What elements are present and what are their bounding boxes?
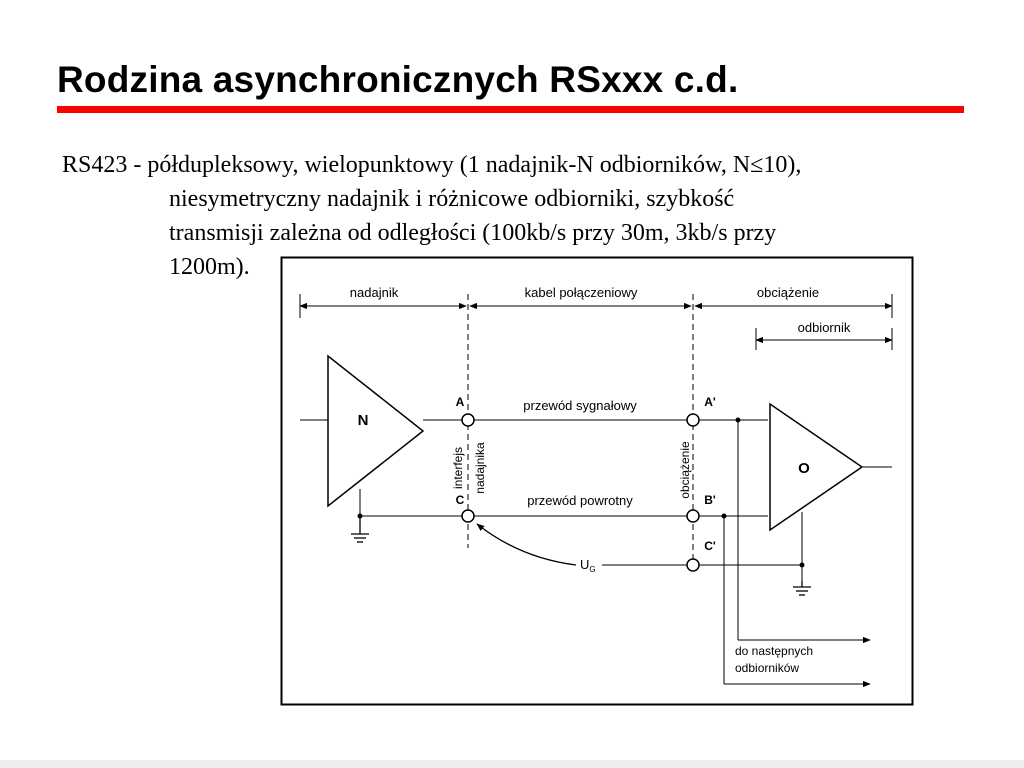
- description-line-2: niesymetryczny nadajnik i różnicowe odbi…: [169, 186, 735, 212]
- driver-triangle: [327, 354, 425, 508]
- description-line-3: transmisji zależna od odległości (100kb/…: [169, 220, 777, 246]
- ground-voltage-subscript: G: [589, 565, 595, 574]
- terminal-c: [461, 509, 475, 523]
- rs423-connection-diagram: nadajnik kabel połączeniowy obciążenie o…: [280, 256, 914, 706]
- description-line-4: 1200m).: [169, 254, 250, 280]
- slide-title: Rodzina asynchronicznych RSxxx c.d.: [57, 59, 739, 100]
- driver-symbol: N: [358, 412, 369, 429]
- terminal-c-prime: [686, 558, 700, 572]
- junction-dot: [735, 417, 741, 423]
- ground-icon: [351, 516, 369, 543]
- next-receivers-label-line2: odbiorników: [735, 661, 799, 675]
- interface-label-line1: interfejs: [451, 447, 465, 489]
- signal-wire-label: przewód sygnałowy: [523, 398, 637, 413]
- cable-wires: [360, 419, 892, 684]
- interface-label-line2: nadajnika: [473, 442, 487, 494]
- terminal-circles: [461, 413, 700, 572]
- receiver-triangle: [769, 402, 864, 532]
- description-line-1: RS423 - półdupleksowy, wielopunktowy (1 …: [62, 152, 802, 178]
- terminal-a-prime-label: A': [704, 395, 716, 409]
- diagram-frame: [280, 256, 914, 706]
- load-label: obciążenie: [757, 285, 819, 300]
- terminal-b-prime-label: B': [704, 493, 716, 507]
- junction-dot: [721, 513, 727, 519]
- load-vertical-label: obciążenie: [678, 441, 692, 499]
- boundary-lines: [467, 294, 694, 572]
- description-paragraph: RS423 - półdupleksowy, wielopunktowy (1 …: [62, 148, 962, 284]
- receiver-amplifier: O: [769, 402, 864, 532]
- terminal-a: [461, 413, 475, 427]
- receiver-label: odbiornik: [798, 320, 851, 335]
- ground-icon: [793, 581, 811, 596]
- ground-voltage-label: UG: [580, 557, 596, 574]
- terminal-a-prime: [686, 413, 700, 427]
- section-dimension-arrows: [299, 294, 893, 350]
- terminal-b-prime: [686, 509, 700, 523]
- transmitter-label: nadajnik: [350, 285, 399, 300]
- junction-dot: [799, 562, 805, 568]
- driver-amplifier: N: [300, 354, 462, 516]
- terminal-c-label: C: [456, 493, 465, 507]
- ground-potential-arrow: [476, 523, 577, 566]
- receiver-symbol: O: [798, 460, 810, 477]
- title-underline: [57, 106, 964, 113]
- ground-voltage-symbol: U: [580, 557, 589, 572]
- cable-label: kabel połączeniowy: [525, 285, 638, 300]
- return-wire-label: przewód powrotny: [527, 493, 633, 508]
- next-receivers-label-line1: do następnych: [735, 644, 813, 658]
- terminal-c-prime-label: C': [704, 539, 716, 553]
- terminal-a-label: A: [456, 395, 465, 409]
- footer-bar: [0, 760, 1024, 768]
